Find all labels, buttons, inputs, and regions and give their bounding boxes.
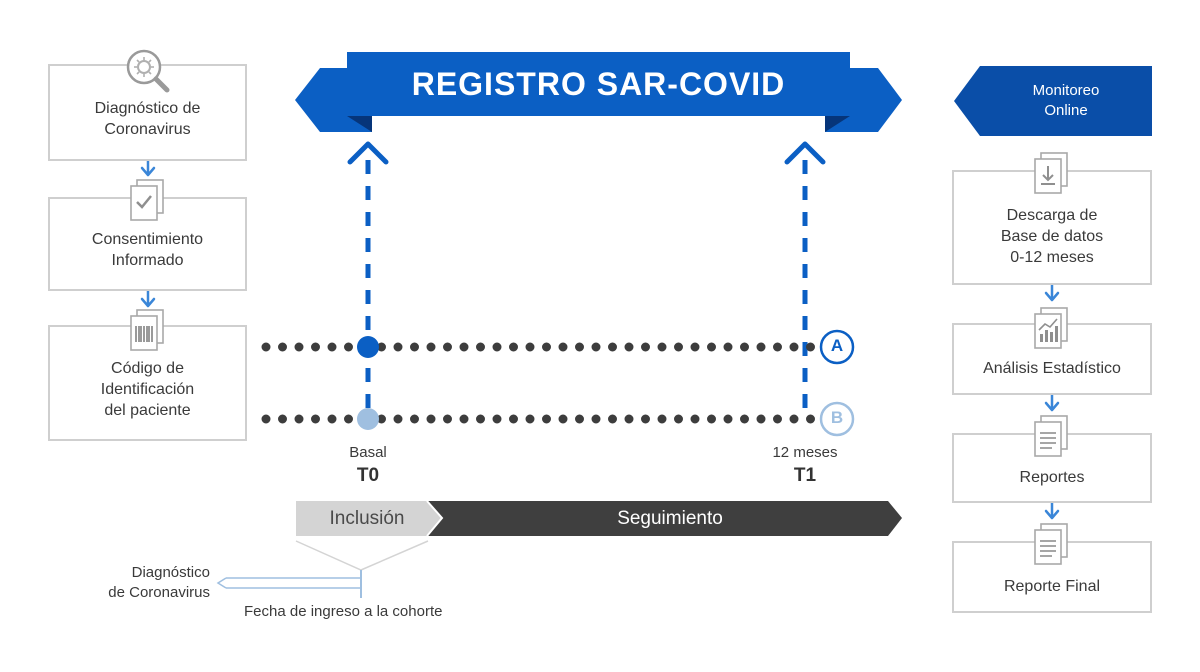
right-flow-arrow-2: [1044, 393, 1060, 412]
phase-inclusion-label: Inclusión: [329, 508, 405, 529]
step-diagnostico: Diagnóstico de Coronavirus: [48, 64, 247, 161]
row-b-badge: [819, 401, 855, 437]
phase-seguimiento-bar: [296, 501, 902, 536]
step-descarga: Descarga de Base de datos 0-12 meses: [952, 170, 1152, 285]
step-analisis: Análisis Estadístico: [952, 323, 1152, 395]
row-a-badge: [819, 329, 855, 365]
banner-left-fold: [347, 116, 372, 132]
monitor-label: Monitoreo Online: [1032, 82, 1100, 119]
step-reporte-final: Reporte Final: [952, 541, 1152, 613]
t0-caption: Basal: [349, 444, 387, 461]
phase-inclusion-bar: [296, 501, 442, 536]
step-reporte-final-label: Reporte Final: [1003, 577, 1101, 595]
phase-seguimiento-label: Seguimiento: [617, 508, 723, 529]
step-consentimiento: Consentimiento Informado: [48, 197, 247, 291]
t1-code: T1: [793, 465, 817, 486]
row-a-marker: [357, 336, 379, 358]
step-analisis-label: Análisis Estadístico: [983, 359, 1121, 377]
row-b-label: B: [830, 408, 844, 427]
step-codigo-label: Código de Identificación del paciente: [100, 359, 195, 419]
monitor-label-shape: [954, 66, 1152, 136]
row-b-marker: [357, 408, 379, 430]
banner-right-fold: [825, 116, 850, 132]
right-flow-arrow-3: [1044, 501, 1060, 520]
step-descarga-label: Descarga de Base de datos 0-12 meses: [1000, 207, 1104, 266]
step-reportes-label: Reportes: [1019, 468, 1085, 486]
step-consentimiento-label: Consentimiento Informado: [91, 231, 204, 269]
phase-inclusion-separator: [426, 500, 444, 537]
banner-main: [347, 52, 850, 116]
step-codigo: Código de Identificación del paciente: [48, 325, 247, 441]
right-flow-arrow-1: [1044, 283, 1060, 302]
arrow-t0-head: [347, 141, 389, 165]
left-flow-arrow-2: [140, 289, 156, 308]
step-diagnostico-label: Diagnóstico de Coronavirus: [94, 99, 201, 138]
t1-caption: 12 meses: [772, 444, 838, 461]
row-a-label: A: [830, 336, 844, 355]
cohort-arrow-tip: [216, 577, 227, 589]
step-reportes: Reportes: [952, 433, 1152, 503]
left-flow-arrow-1: [140, 158, 156, 177]
bottom-diagnostic-label: Diagnóstico de Coronavirus: [108, 564, 210, 601]
inclusion-funnel: [295, 540, 429, 571]
banner-title: REGISTRO SAR-COVID: [411, 65, 786, 102]
arrow-t1-head: [784, 141, 826, 165]
cohort-entry-label: Fecha de ingreso a la cohorte: [244, 603, 443, 620]
t0-code: T0: [356, 465, 380, 486]
